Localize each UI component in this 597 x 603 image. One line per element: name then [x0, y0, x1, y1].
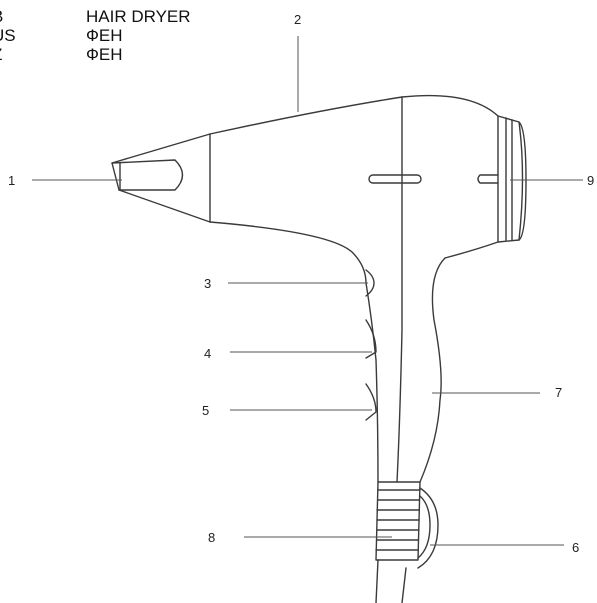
strain-relief [375, 481, 421, 561]
temperature-switch [365, 383, 377, 421]
nozzle-cone [111, 133, 211, 223]
vent-slot [368, 174, 422, 184]
product-name: ФЕН [86, 45, 123, 64]
body-divider [396, 96, 403, 483]
dryer-body [209, 94, 524, 259]
callout-2: 2 [294, 12, 301, 27]
cool-shot-button [365, 269, 375, 297]
language-code: B [0, 8, 3, 25]
callout-9: 9 [587, 173, 594, 188]
callout-3: 3 [204, 276, 211, 291]
callout-4: 4 [204, 346, 211, 361]
language-code: Z [0, 46, 2, 63]
callout-1: 1 [8, 173, 15, 188]
product-name: HAIR DRYER [86, 7, 191, 26]
power-cord [375, 559, 407, 603]
handle [419, 257, 446, 483]
language-code: US [0, 26, 16, 45]
product-name: ФЕН [86, 26, 123, 45]
callout-5: 5 [202, 403, 209, 418]
callout-7: 7 [555, 385, 562, 400]
speed-switch [365, 319, 377, 359]
vent-slot [477, 174, 499, 184]
nozzle [111, 159, 184, 191]
callout-8: 8 [208, 530, 215, 545]
hanging-loop [417, 487, 439, 569]
callout-6: 6 [572, 540, 579, 555]
